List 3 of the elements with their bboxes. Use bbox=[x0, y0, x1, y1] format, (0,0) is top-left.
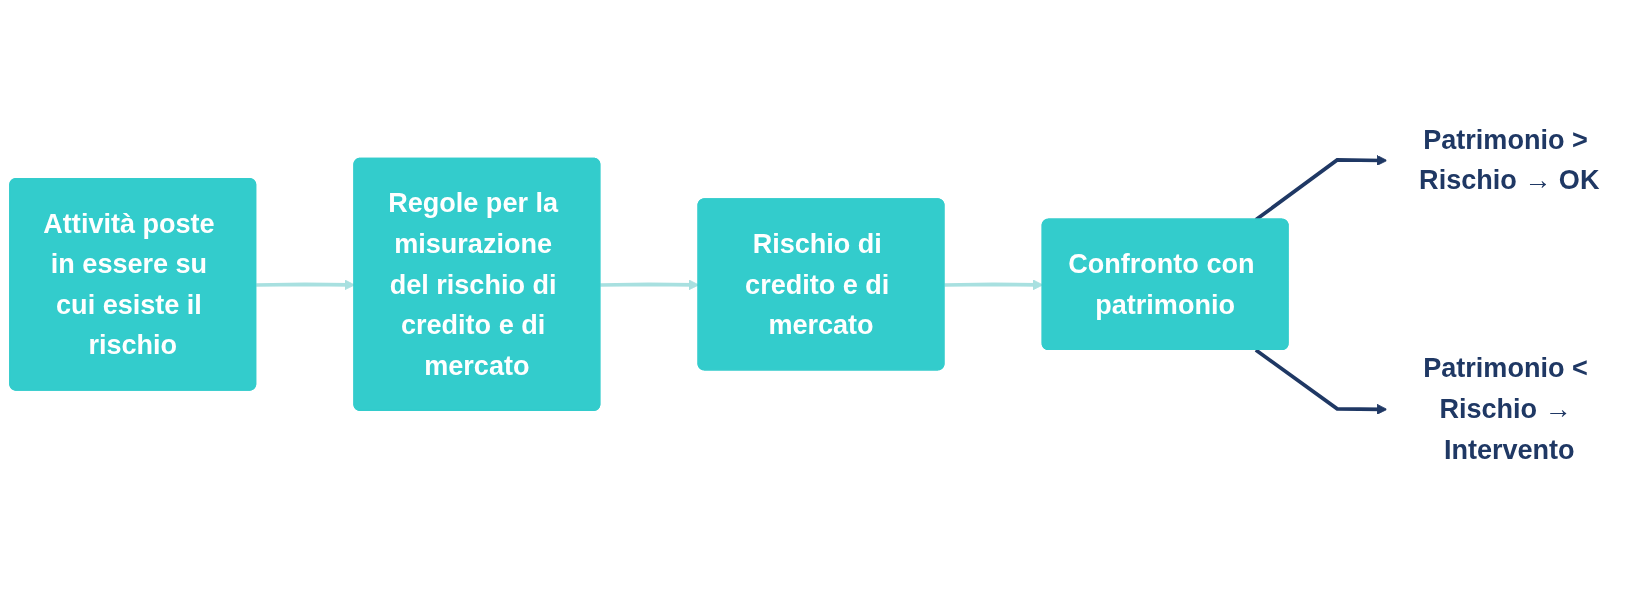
node-text: Patrimonio > Rischio → OK bbox=[1419, 124, 1600, 196]
node-text: Patrimonio < Rischio → Intervento bbox=[1423, 352, 1588, 465]
arrow bbox=[1254, 348, 1388, 415]
